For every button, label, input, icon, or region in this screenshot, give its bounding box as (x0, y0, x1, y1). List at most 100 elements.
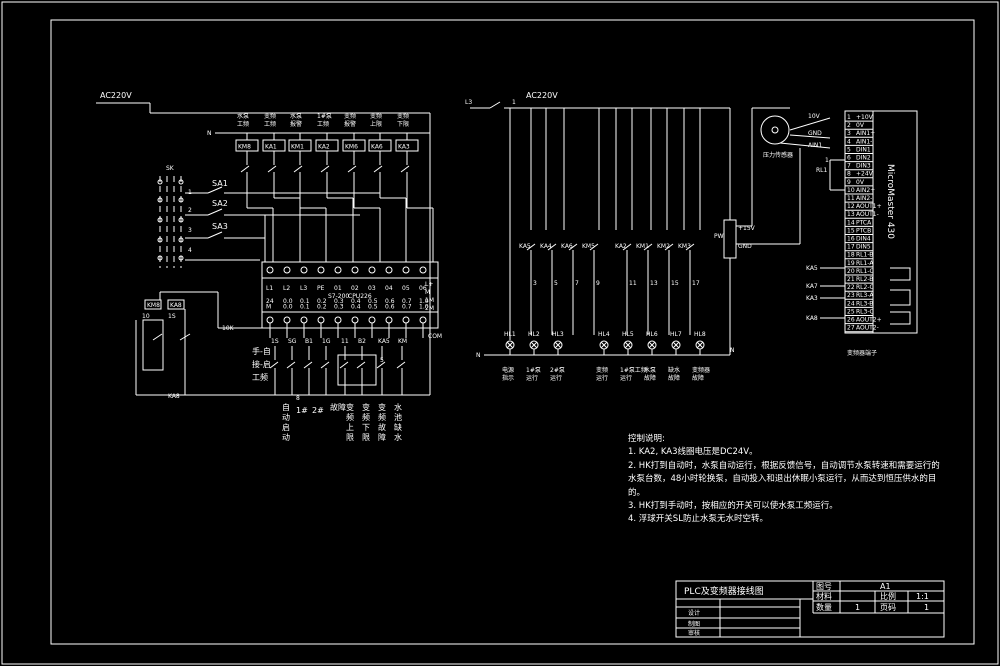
relay-caption-2: 水泵 (290, 112, 302, 120)
branch-relay-7: KM3 (678, 243, 691, 250)
mode-power: 工频 (252, 372, 268, 382)
relay-caption-b-0: 工频 (237, 120, 249, 128)
vfd-pin-name-1: 0V (856, 122, 865, 129)
plc-bot-terminal-3 (317, 316, 325, 324)
relay-caption-b-1: 工频 (264, 120, 276, 128)
breaker-node-1: 2 (188, 207, 192, 214)
lamp-caption-b-5: 故障 (644, 374, 656, 382)
plc-row3-7: 0.6 (385, 304, 395, 311)
branch-terminal-0: 3 (533, 280, 537, 287)
relay-label-0: KM8 (238, 144, 251, 151)
vfd-pin-name-17: RL1-B (856, 252, 873, 259)
plc-row1-2: L3 (300, 285, 307, 292)
plc-row3-8: 0.7 (402, 304, 412, 311)
lamp-label-1: HL2 (528, 331, 540, 338)
svg-text:限: 限 (362, 433, 370, 442)
vfd-relay-links: KA5 KA7 KA3 KA8 (806, 265, 911, 325)
vfd-pin-no-1: 2 (847, 122, 851, 129)
svg-text:自: 自 (282, 402, 290, 412)
note-2: 2. HK打到自动时，水泵自动运行，根据反馈信号，自动调节水泵转速和需要运行的水… (628, 460, 940, 498)
vfd-side-5: RL1 (816, 167, 828, 174)
plc-top-terminal-0 (266, 266, 274, 274)
plc-bot-terminal-8 (402, 316, 410, 324)
lamp-caption-b-1: 运行 (526, 374, 538, 382)
input-tag-1: SG (288, 338, 297, 345)
input-tag-6: KA5 (378, 338, 390, 345)
shenhe-label: 审核 (688, 629, 700, 637)
notes-title: 控制说明: (628, 434, 665, 444)
plc-row1-6: 03 (368, 285, 376, 292)
svg-text:池: 池 (394, 412, 402, 422)
plc-row2-7: 0.6 (385, 298, 395, 305)
switch-sa1: SA1 (212, 179, 228, 188)
plc-row2-6: 0.5 (368, 298, 378, 305)
input-contact-0 (269, 361, 279, 369)
svg-text:上: 上 (346, 423, 354, 432)
vfd-pin-name-11: AOUT1+ (856, 203, 882, 210)
input-node-a: 5 (380, 357, 384, 364)
svg-text:变: 变 (346, 402, 354, 412)
lamp-caption-6: 缺水 (668, 366, 680, 374)
plc-row1-4: 01 (334, 285, 342, 292)
vfd-pin-no-20: 21 (847, 276, 855, 283)
plc-top-terminal-6 (368, 266, 376, 274)
breaker-node-2: 3 (188, 227, 192, 234)
lamp-label-5: HL6 (646, 331, 658, 338)
plc-bot-terminal-0 (266, 316, 274, 324)
lamp-label-6: HL7 (670, 331, 682, 338)
plc-model-1: S7-200 (328, 293, 349, 300)
vfd-relay-ka8: KA8 (806, 315, 818, 322)
plc-top-terminal-5 (351, 266, 359, 274)
plc-bot-terminal-2 (300, 316, 308, 324)
vfd-pin-no-25: 26 (847, 317, 855, 324)
vfd-pin-name-8: 0V (856, 179, 865, 186)
vfd-pin-no-2: 3 (847, 130, 851, 137)
branch-relay-2: KA6 (561, 243, 573, 250)
svg-text:启: 启 (282, 422, 290, 432)
relay-coil-group: 水泵工频KM8变频工频KA1水泵报警KM11#泵工频KA2变频报警KM6变频上限… (235, 112, 434, 262)
vfd-pin-name-22: RL3-A (856, 292, 874, 299)
mode-manual-auto: 手-自 (252, 346, 271, 356)
yema-label: 页码 (880, 603, 896, 612)
switch-sa2: SA2 (212, 199, 228, 208)
input-tag-7: KM (398, 338, 407, 345)
plc-bot-terminal-7 (385, 316, 393, 324)
vfd-pin-name-25: AOUT2+ (856, 317, 882, 324)
plc-row2-4: 0.3 (334, 298, 344, 305)
relay-caption-b-3: 工频 (317, 120, 329, 128)
plc-side-3: 2M (425, 305, 434, 312)
plc-top-terminal-2 (300, 266, 308, 274)
input-tag-0: 1S (271, 338, 279, 345)
vfd-pin-name-2: AIN1+ (856, 130, 875, 137)
aux-relays: KM8 KA8 10 1S KA8 (135, 292, 262, 400)
vfd-pin-name-14: PTCB (856, 227, 871, 234)
input-node-b: 8 (296, 395, 300, 402)
relay-caption-4: 变频 (344, 112, 356, 120)
vfd-pin-name-26: AOUT2- (856, 325, 879, 332)
vfd-pin-name-24: RL3-C (856, 308, 874, 315)
plc-top-terminal-4 (334, 266, 342, 274)
vfd-side-4: 1 (825, 157, 829, 164)
lamp-label-0: HL1 (504, 331, 516, 338)
vfd-pin-name-3: AIN1- (856, 138, 872, 145)
drawing-title: PLC及变频器接线图 (684, 585, 764, 597)
lamp-caption-b-2: 运行 (550, 374, 562, 382)
vfd-pin-name-20: RL2-B (856, 276, 873, 283)
plc-side-1: M (425, 289, 430, 296)
branch-relay-5: KM1 (636, 243, 649, 250)
plc-row1-5: 02 (351, 285, 359, 292)
control-notes: 控制说明: 1. KA2, KA3线圈电压是DC24V。 2. HK打到自动时，… (628, 433, 948, 527)
relay-label-6: KA3 (398, 144, 410, 151)
vfd-pin-no-16: 17 (847, 244, 855, 251)
input-contact-4 (339, 361, 349, 369)
lamp-caption-b-6: 故障 (668, 374, 680, 382)
input-tag-4: 11 (341, 338, 349, 345)
cailiao-label: 材料 (816, 591, 832, 601)
plc-bot-terminal-6 (368, 316, 376, 324)
branch-terminal-1: 5 (554, 280, 558, 287)
svg-text:故障: 故障 (330, 402, 346, 412)
lamp-label-7: HL8 (694, 331, 706, 338)
plc-model-2: CPU226 (348, 293, 372, 300)
